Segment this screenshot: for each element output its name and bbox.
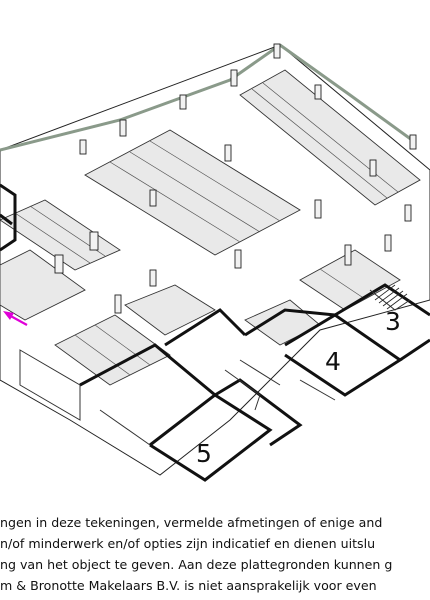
unit-label-5: 5 [196, 439, 212, 468]
unit-label-4: 4 [325, 347, 341, 376]
disclaimer-line-4: m & Bronotte Makelaars B.V. is niet aans… [0, 578, 377, 593]
interior-lines [19, 289, 411, 446]
unit-label-3: 3 [385, 307, 401, 336]
parking-row-bottom-mid [124, 284, 216, 336]
parking-row-left-upper [0, 199, 121, 271]
pillars [54, 43, 417, 314]
perimeter-fence [0, 43, 413, 152]
disclaimer-line-3: ng van het object te geven. Aan deze pla… [0, 557, 393, 572]
disclaimer-line-1: ngen in deze tekeningen, vermelde afmeti… [0, 515, 383, 530]
disclaimer-line-2: n/of minderwerk en/of opties zijn indica… [0, 536, 376, 551]
bay-dividers [14, 82, 399, 376]
disclaimer-text: ngen in deze tekeningen, vermelde afmeti… [0, 512, 430, 600]
apartment-walls [0, 183, 430, 482]
parking-row-right [299, 249, 401, 311]
entrance-arrow-icon [3, 311, 28, 326]
staircase-icon [374, 284, 408, 310]
parking-row-left-lower [0, 249, 86, 321]
isometric-floor-plan: 3 4 5 [0, 43, 430, 482]
